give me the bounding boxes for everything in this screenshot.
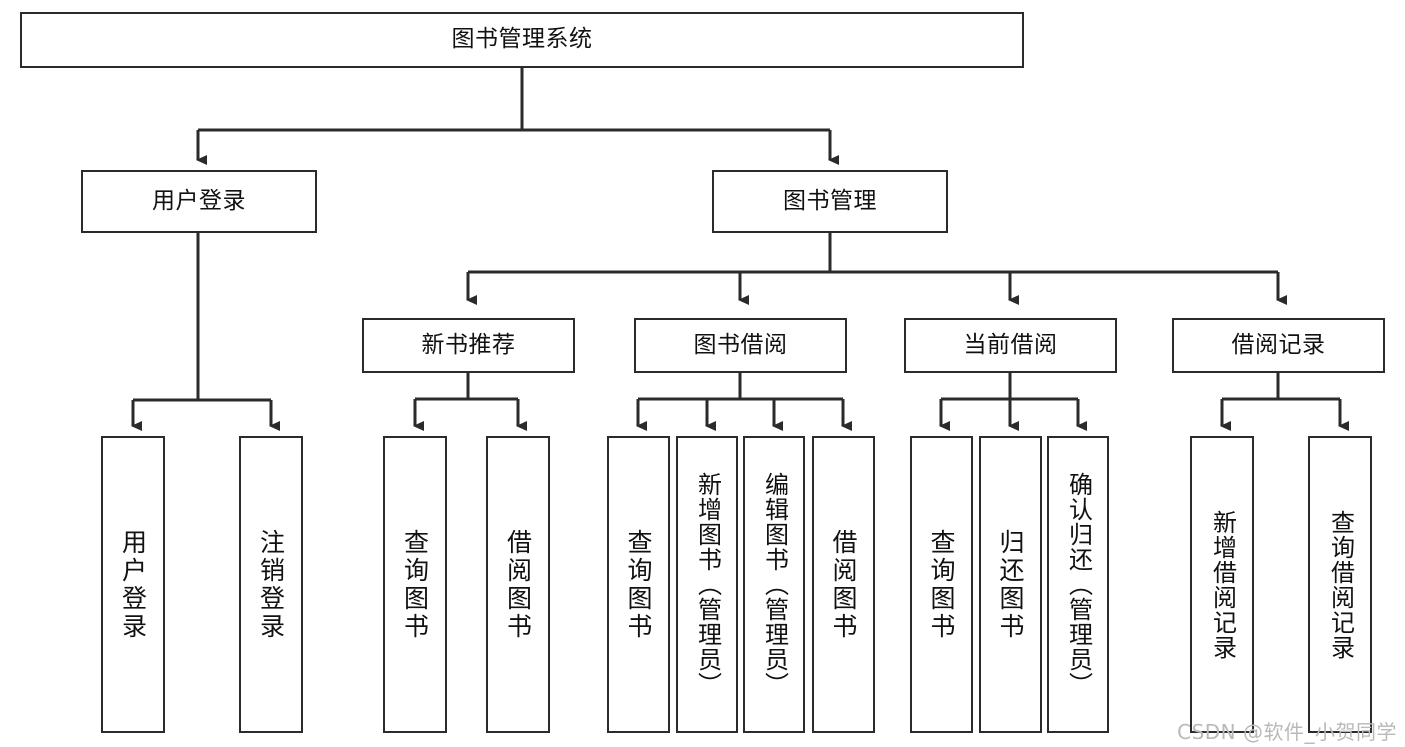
leaf-label: 查询借阅记录	[1326, 509, 1355, 660]
leaf-label: 查询图书	[624, 528, 653, 641]
node-book-management-label: 图书管理	[783, 187, 877, 214]
leaf-label: 查询图书	[927, 528, 956, 641]
node-book-management[interactable]: 图书管理	[712, 170, 948, 233]
leaf-book-borrow-query[interactable]: 查询图书	[607, 436, 670, 733]
watermark: CSDN @软件_小贺同学	[1177, 720, 1397, 744]
node-user-login[interactable]: 用户登录	[81, 170, 317, 233]
leaf-new-book-query[interactable]: 查询图书	[383, 436, 447, 733]
node-root-label: 图书管理系统	[451, 26, 593, 53]
leaf-label: 确认归还（管理员）	[1064, 472, 1093, 697]
node-book-borrow-label: 图书借阅	[693, 331, 788, 358]
leaf-label: 新增借阅记录	[1208, 509, 1237, 660]
node-book-borrow[interactable]: 图书借阅	[634, 318, 847, 373]
leaf-label: 归还图书	[996, 528, 1025, 641]
leaf-new-book-borrow[interactable]: 借阅图书	[486, 436, 550, 733]
node-user-login-label: 用户登录	[152, 187, 246, 214]
leaf-current-borrow-confirm[interactable]: 确认归还（管理员）	[1047, 436, 1109, 733]
node-new-book-recommend-label: 新书推荐	[421, 331, 516, 358]
leaf-user-login-logout[interactable]: 注销登录	[239, 436, 303, 733]
node-borrow-record[interactable]: 借阅记录	[1172, 318, 1385, 373]
leaf-label: 编辑图书（管理员）	[760, 472, 789, 697]
leaf-borrow-record-add[interactable]: 新增借阅记录	[1190, 436, 1254, 733]
leaf-user-login-login[interactable]: 用户登录	[101, 436, 165, 733]
leaf-label: 新增图书（管理员）	[693, 472, 722, 697]
node-current-borrow-label: 当前借阅	[963, 331, 1058, 358]
leaf-label: 用户登录	[118, 528, 148, 641]
leaf-current-borrow-return[interactable]: 归还图书	[979, 436, 1042, 733]
leaf-label: 注销登录	[256, 528, 286, 641]
leaf-book-borrow-borrow[interactable]: 借阅图书	[812, 436, 875, 733]
leaf-label: 借阅图书	[829, 528, 858, 641]
leaf-book-borrow-edit[interactable]: 编辑图书（管理员）	[743, 436, 805, 733]
leaf-current-borrow-query[interactable]: 查询图书	[910, 436, 973, 733]
node-new-book-recommend[interactable]: 新书推荐	[362, 318, 575, 373]
leaf-label: 查询图书	[400, 528, 430, 641]
node-current-borrow[interactable]: 当前借阅	[904, 318, 1117, 373]
node-borrow-record-label: 借阅记录	[1231, 331, 1326, 358]
leaf-borrow-record-query[interactable]: 查询借阅记录	[1308, 436, 1372, 733]
node-root[interactable]: 图书管理系统	[20, 12, 1024, 68]
leaf-book-borrow-add[interactable]: 新增图书（管理员）	[676, 436, 738, 733]
leaf-label: 借阅图书	[503, 528, 533, 641]
